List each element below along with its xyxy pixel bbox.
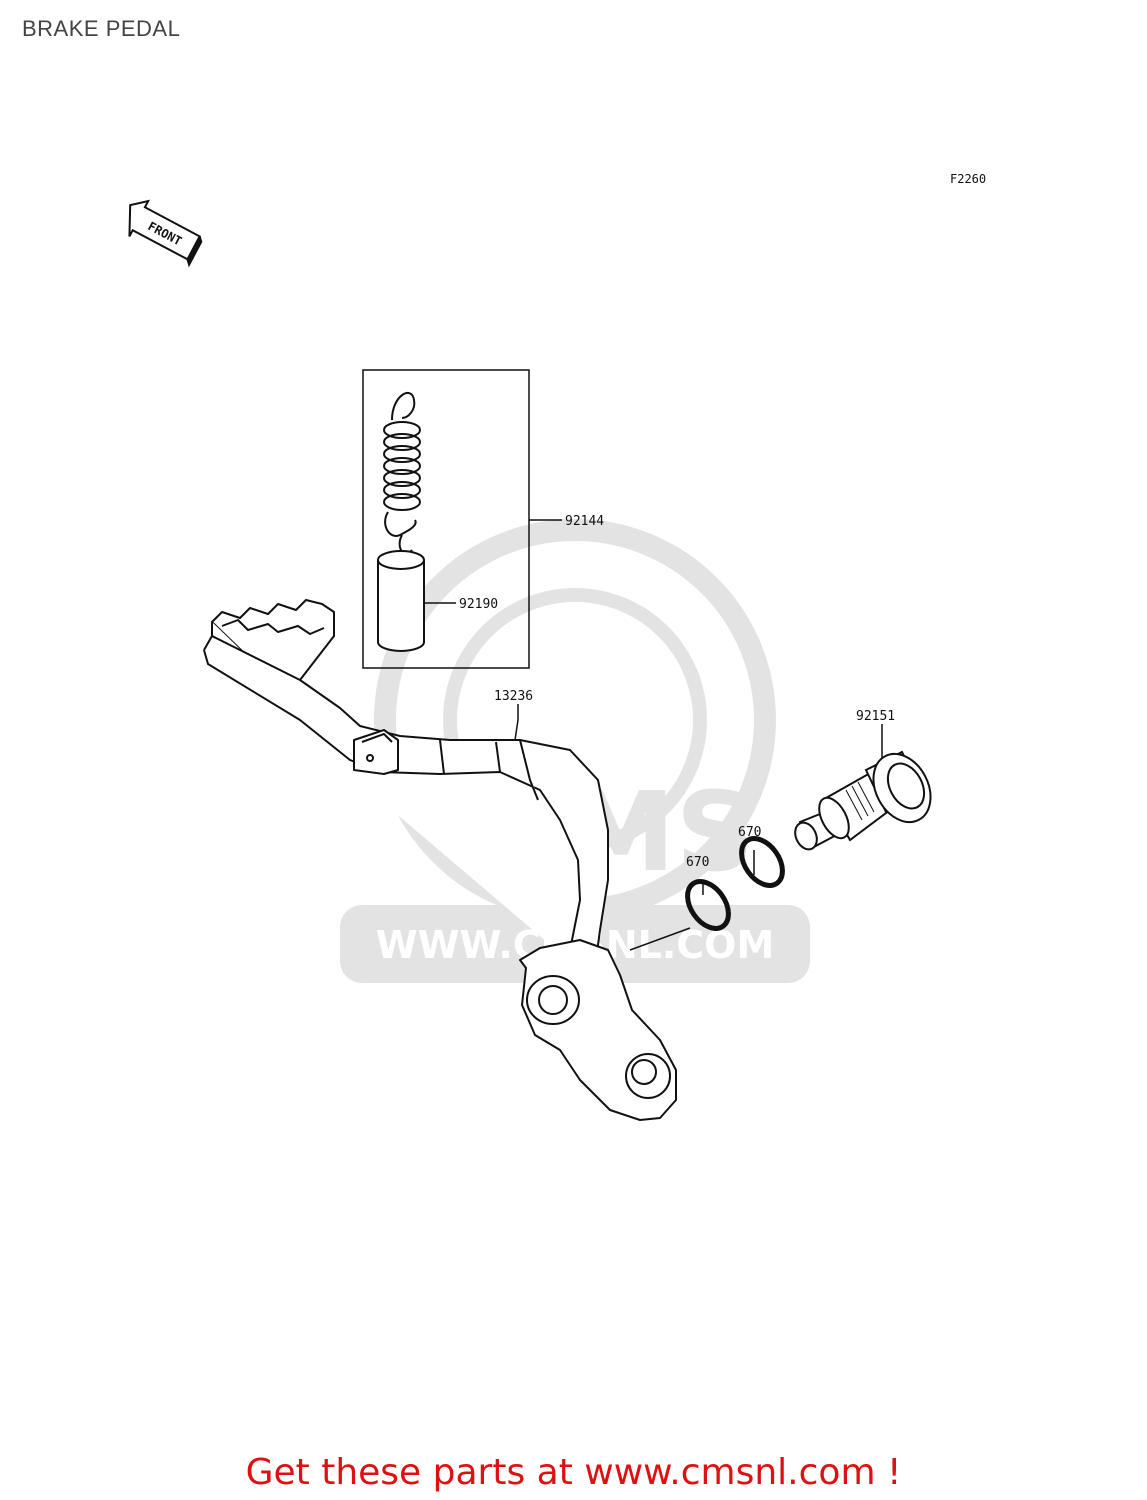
o-ring-left-icon: [685, 879, 731, 931]
cta-link[interactable]: Get these parts at www.cmsnl.com !: [245, 1452, 902, 1493]
collar-icon: [377, 550, 425, 652]
figure-code: F2260: [950, 172, 987, 186]
part-label-92151: 92151: [856, 709, 895, 724]
spring-icon: [383, 392, 421, 555]
part-label-670-left: 670: [686, 855, 709, 870]
part-label-92190: 92190: [459, 597, 498, 612]
o-ring-right-icon: [739, 836, 785, 888]
pivot-bolt-icon: [794, 750, 932, 851]
part-label-13236: 13236: [494, 689, 533, 704]
kit-box: [362, 369, 530, 669]
part-label-92144: 92144: [565, 514, 604, 529]
page-title: BRAKE PEDAL: [22, 16, 181, 41]
brake-pedal-icon: [203, 599, 677, 1121]
front-arrow-icon: FRONT: [128, 199, 203, 268]
